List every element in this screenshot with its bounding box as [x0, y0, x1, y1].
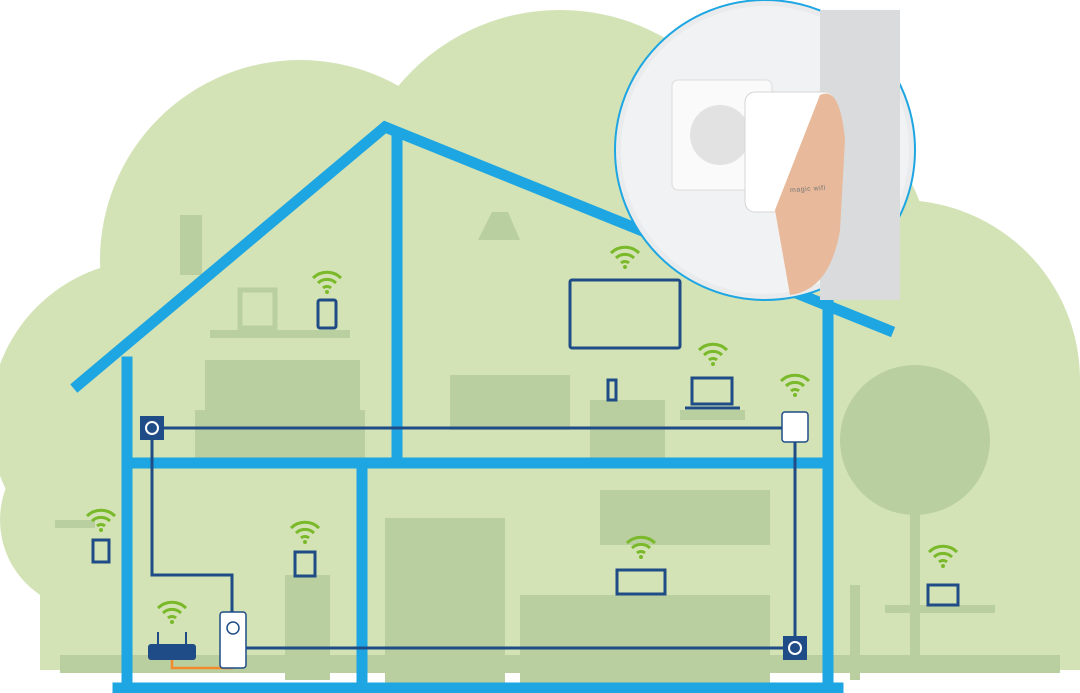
wifi-adapter-upper	[781, 411, 809, 443]
stereo-icon	[615, 568, 667, 596]
tv-icon	[568, 278, 682, 350]
powerline-wiring	[150, 426, 797, 650]
product-photo-inset	[614, 0, 916, 301]
radio-icon	[926, 583, 960, 607]
camera-icon	[91, 538, 111, 564]
powerline-adapter-lower	[219, 611, 247, 669]
wall-socket-lower	[783, 636, 807, 660]
smart-speaker-icon	[316, 298, 338, 330]
laptop-icon	[690, 376, 734, 406]
game-console-icon	[606, 378, 618, 402]
furniture-silhouettes	[55, 212, 1060, 688]
devices	[91, 278, 960, 607]
router	[148, 632, 196, 660]
speaker-icon	[293, 550, 317, 578]
wall-socket-upper	[140, 416, 164, 440]
